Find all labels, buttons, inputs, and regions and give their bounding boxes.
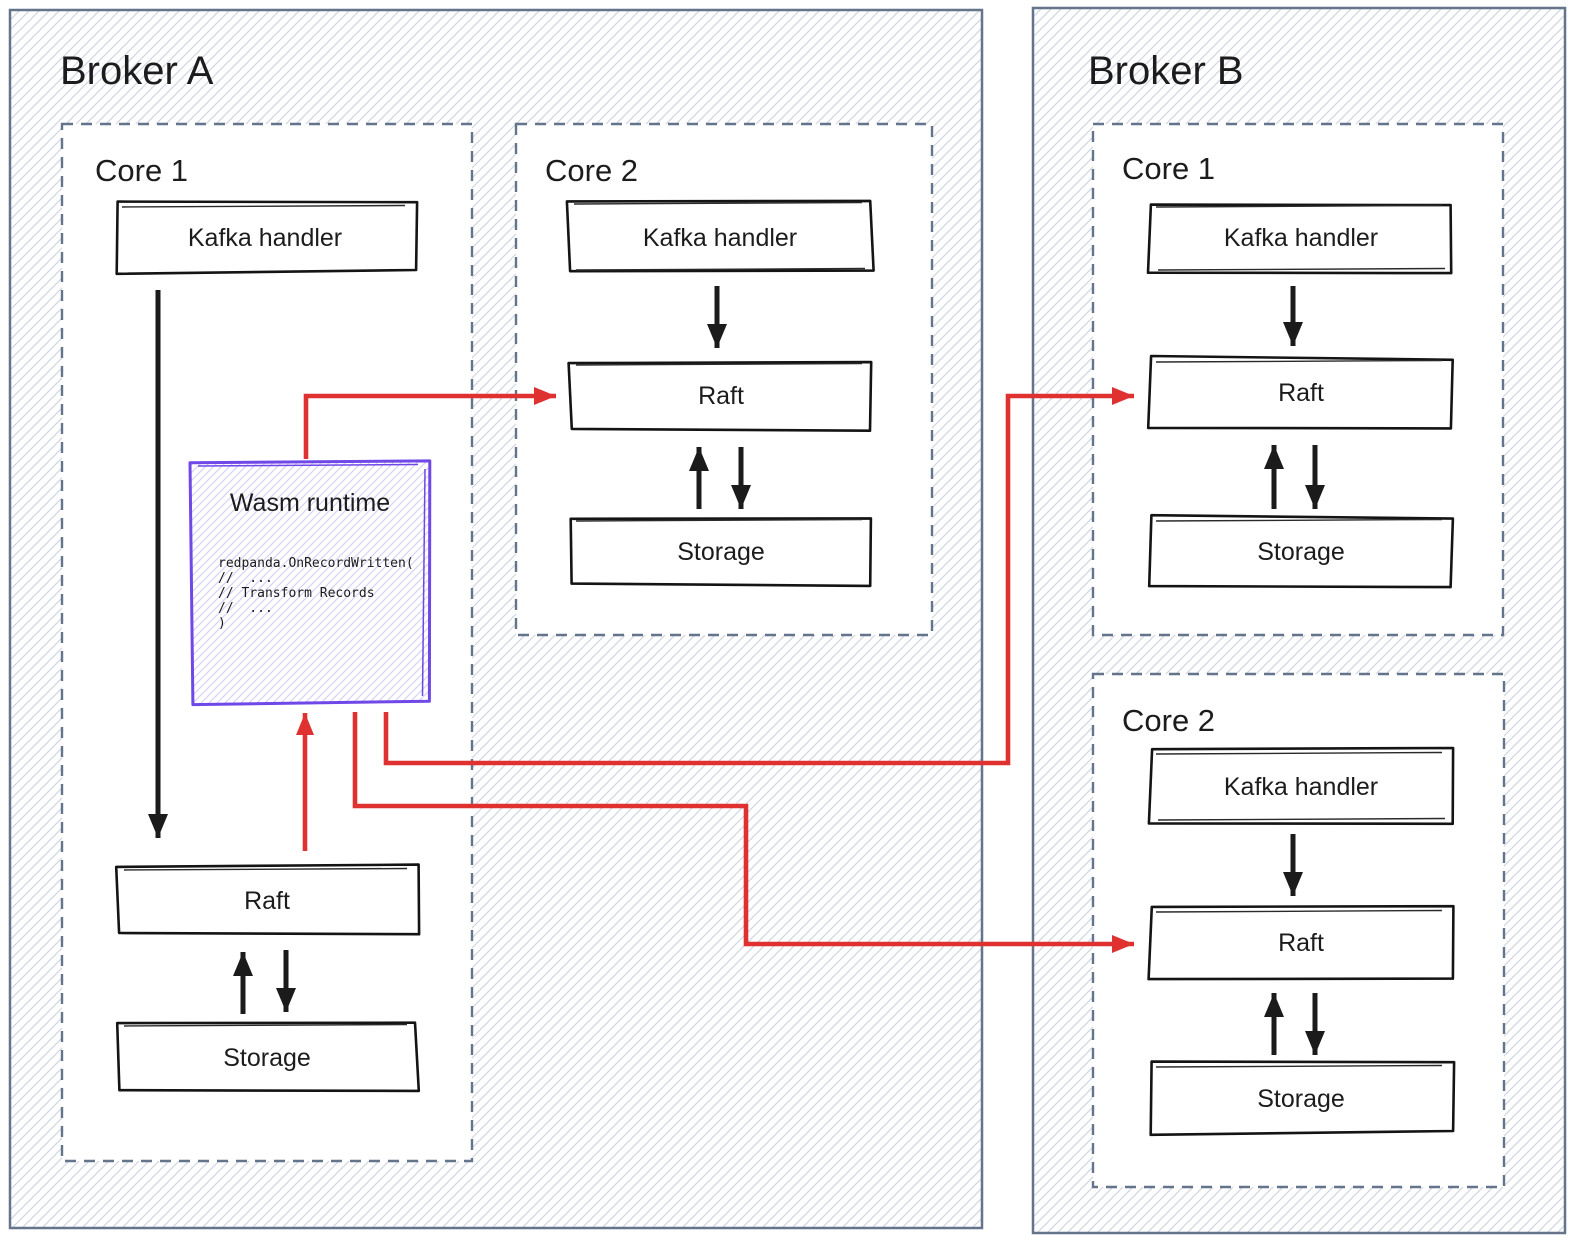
raft-box	[1147, 904, 1455, 981]
sketch-double-line	[421, 468, 426, 697]
broker-a-core-1-label: Core 1	[95, 153, 188, 188]
kafka-handler-label: Kafka handler	[1224, 773, 1378, 801]
raft-label: Raft	[1278, 379, 1324, 407]
red-arrow-wasm-to-brokerB-core1-raft	[383, 387, 1134, 766]
storage-box	[1147, 513, 1455, 589]
sketch-double-line	[1157, 267, 1446, 271]
sketch-double-line	[121, 204, 406, 208]
sketch-double-line	[1157, 817, 1446, 821]
broker-b-core-1-label: Core 1	[1122, 151, 1215, 186]
kafka-handler-label: Kafka handler	[188, 224, 342, 252]
sketch-double-line	[1155, 518, 1443, 522]
sketch-double-line	[1155, 359, 1443, 363]
storage-box	[115, 1021, 421, 1093]
broker-a-core-1: Core 1 Kafka handler Wasm runtime redpan…	[60, 122, 474, 1163]
wasm-runtime-title: Wasm runtime	[230, 489, 390, 517]
raft-label: Raft	[244, 887, 290, 915]
raft-box	[1146, 354, 1454, 430]
sketch-double-line	[123, 867, 408, 871]
kafka-handler-box	[115, 200, 419, 276]
broker-a: Broker A Core 1 Kafka handler Wasm runti…	[8, 8, 984, 1230]
sketch-double-line	[575, 518, 863, 522]
broker-b-core-1: Core 1 Kafka handler Raft Storage	[1091, 122, 1505, 637]
sketch-double-line	[575, 362, 863, 366]
storage-label: Storage	[223, 1044, 311, 1072]
sketch-double-line	[197, 463, 419, 467]
storage-label: Storage	[677, 538, 765, 566]
wasm-code-line: redpanda.OnRecordWritten(	[218, 556, 414, 571]
wasm-code-line: )	[218, 616, 226, 631]
red-flow-arrows	[296, 387, 1134, 953]
kafka-handler-box	[1147, 746, 1455, 826]
sketch-double-line	[1155, 751, 1443, 755]
sketch-double-line	[1155, 909, 1443, 913]
wasm-code-line: // Transform Records	[218, 586, 375, 601]
broker-b: Broker B Core 1 Kafka handler Raft Stora…	[1031, 6, 1567, 1235]
broker-b-core-2-label: Core 2	[1122, 703, 1215, 738]
kafka-handler-box	[1146, 203, 1453, 275]
sketch-double-line	[575, 267, 866, 271]
sketch-double-line	[1155, 204, 1443, 208]
wasm-runtime-box	[188, 459, 432, 707]
broker-a-core-2: Core 2 Kafka handler Raft Storage	[514, 122, 934, 637]
kafka-handler-label: Kafka handler	[643, 224, 797, 252]
kafka-handler-box	[565, 199, 875, 273]
red-arrow-wasm-to-brokerB-core2-raft	[352, 712, 1134, 953]
kafka-handler-label: Kafka handler	[1224, 224, 1378, 252]
raft-box	[567, 360, 873, 432]
wasm-code-line: // ...	[218, 601, 273, 616]
wasm-runtime: Wasm runtime redpanda.OnRecordWritten( /…	[188, 459, 432, 707]
broker-a-title: Broker A	[60, 49, 214, 93]
storage-label: Storage	[1257, 538, 1345, 566]
raft-box	[114, 863, 421, 936]
sketch-double-line	[573, 201, 863, 205]
broker-a-core-2-label: Core 2	[545, 153, 638, 188]
sketch-double-line	[123, 1023, 408, 1027]
storage-box	[569, 517, 873, 588]
raft-label: Raft	[1278, 929, 1324, 957]
broker-b-core-2: Core 2 Kafka handler Raft Storage	[1091, 672, 1506, 1189]
raft-label: Raft	[698, 382, 744, 410]
broker-b-title: Broker B	[1088, 49, 1244, 93]
wasm-code-line: // ...	[218, 571, 273, 586]
storage-box	[1149, 1060, 1456, 1137]
storage-label: Storage	[1257, 1085, 1345, 1113]
sketch-double-line	[1155, 1064, 1443, 1068]
red-arrow-wasm-to-brokerA-core2-raft	[303, 387, 556, 459]
